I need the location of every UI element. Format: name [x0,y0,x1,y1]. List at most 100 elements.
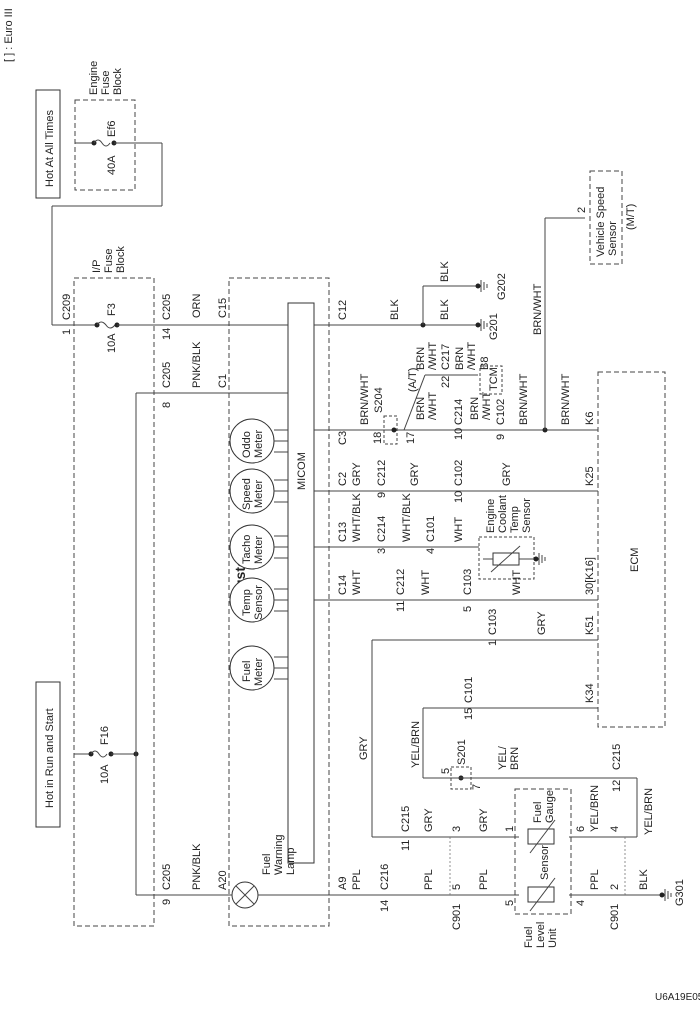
fuel-level-unit: Fuel Gauge Sensor Fuel Level Unit [514,788,572,948]
pins-p18-label: 18 [372,432,384,444]
cluster-meters-4-lines-0-label: Fuel [241,661,253,682]
ground-g201: G201 [475,313,500,340]
wires-ppl-label: PPL [589,869,601,890]
pins-p3-label: 3 [451,826,463,832]
connectors-c214-label: C214 [453,399,465,425]
pins-p14-label: 14 [379,900,391,912]
cluster-lamp_lines-1-label: Warning [273,834,285,875]
wires-brn_wht-label: BRN/WHT [359,373,371,425]
cluster-meters-3-lines-0-label: Temp [241,589,253,616]
cluster-meters-4-lines-1-label: Meter [253,658,265,686]
wires-brn-label: BRN [415,397,427,420]
splices-s204-label: S204 [373,387,385,413]
grounds-g301-label: G301 [674,879,686,906]
connectors-k34-label: K34 [584,683,596,703]
ip-fuse-block: I/P Fuse Block [73,246,155,927]
ect-lines-0-label: Engine [485,499,497,533]
connector-c209: C209 [61,294,73,320]
wires-gry-label: GRY [536,611,548,635]
tacho-meter: Tacho Meter [229,524,288,570]
wires-blk-label: BLK [638,869,650,890]
wires-wht-label: WHT [453,517,465,542]
fuel_level_unit-sensor-label: Sensor [539,845,551,880]
pins-p4-label: 4 [575,900,587,906]
ground-g301: G301 [659,879,686,906]
wires-ppl-label: PPL [423,869,435,890]
connectors-c217-label: C217 [440,344,452,370]
wires-yel_brn-label: YEL/BRN [643,788,655,835]
vss-lines-2-label: (M/T) [625,204,637,230]
pins-p9-label: 9 [161,899,173,905]
pins-p11-label: 11 [400,840,412,851]
wires-wht_sl-label: /WHT [427,392,439,420]
engine_fuse_block-title_lines-2-label: Block [112,68,124,95]
wires-brn_wht-label: BRN/WHT [560,373,572,425]
speed-meter: Speed Meter [229,468,288,514]
wires-gry-label: GRY [351,462,363,486]
fuel-warning-lamp: Fuel Warning Lamp [231,834,297,909]
wires-wht-label: WHT [351,570,363,595]
pins-p5-label: 5 [504,900,516,906]
ect-lines-3-label: Sensor [521,498,533,533]
fuse-ef6-label: Ef6 [106,120,118,137]
fuse-f16-label: F16 [99,726,111,745]
wires-wht_sl-label: /WHT [427,342,439,370]
pins-p10-label: 10 [453,428,465,440]
wires-wht_blk-label: WHT/BLK [351,492,363,542]
engine_fuse_block-title_lines-0-label: Engine [88,61,100,95]
wires-wht_sl-label: /WHT [481,392,493,420]
splices-s201-label: S201 [456,739,468,765]
ecm-module: ECM [597,371,666,728]
ip_fuse_block-title_lines-1-label: Fuse [103,249,115,273]
pins-p10-label: 10 [453,491,465,503]
pins-p5-label: 5 [440,768,452,774]
ground-g202: G202 [475,273,508,300]
connectors-c101-label: C101 [425,516,437,542]
connectors-k51-label: K51 [584,615,596,635]
connectors-b8-label: B8 [479,357,491,370]
connectors-c2-label: C2 [337,472,349,486]
grounds-g202-label: G202 [496,273,508,300]
tcm-module: TCM [479,365,503,395]
fuse-f16-rating: 10A [99,764,111,784]
wires-blk-label: BLK [389,299,401,320]
power-hot_in_run_start-label: Hot in Run and Start [44,708,56,808]
wire-orn: ORN [191,294,203,319]
connectors-c205-label: C205 [161,362,173,388]
fuel-meter: Fuel Meter [229,645,288,691]
wires-brn2-label: BRN [509,747,521,770]
pins-p11-label: 11 [395,601,407,612]
connectors-c205-label: C205 [161,864,173,890]
wires-blk-label: BLK [439,299,451,320]
fuel_level_unit-lines-1-label: Level [535,922,547,948]
wires-yel_brn-label: YEL/BRN [410,721,422,768]
ecm-title-label: ECM [629,548,641,572]
wires-blk-label: BLK [439,261,451,282]
connectors-c15-label: C15 [217,298,229,318]
fuse-f3-label: F3 [106,303,118,316]
cluster-meters-2-lines-0-label: Tacho [241,535,253,564]
vss-lines-0-label: Vehicle Speed [595,187,607,257]
vehicle-speed-sensor: 2 Vehicle Speed Sensor (M/T) [576,170,637,265]
wires-wht_blk-label: WHT/BLK [401,492,413,542]
fuse-f3-rating: 10A [106,333,118,353]
wires-yel_brn-label: YEL/BRN [589,785,601,832]
wires-brn-label: BRN [469,397,481,420]
cluster-meters-1-lines-1-label: Meter [253,480,265,508]
connectors-c103-label: C103 [487,609,499,635]
cluster-meters-0-lines-1-label: Meter [253,430,265,458]
ip_fuse_block-title_lines-2-label: Block [115,246,127,273]
pins-p9-label: 9 [376,492,388,498]
pins-p22-label: 22 [440,376,452,388]
engine-coolant-temp-sensor: Engine Coolant Temp Sensor [478,495,546,580]
wires-ppl-label: PPL [478,869,490,890]
connectors-c14-label: C14 [337,575,349,595]
splice-s201: S201 5 7 [440,739,483,790]
pins-p6-label: 6 [575,826,587,832]
connectors-c901-label: C901 [451,904,463,930]
cluster-meters-0-lines-0-label: Oddo [241,431,253,458]
connectors-a9-label: A9 [337,877,349,890]
cluster-module: Cluster MICOM [228,277,330,927]
